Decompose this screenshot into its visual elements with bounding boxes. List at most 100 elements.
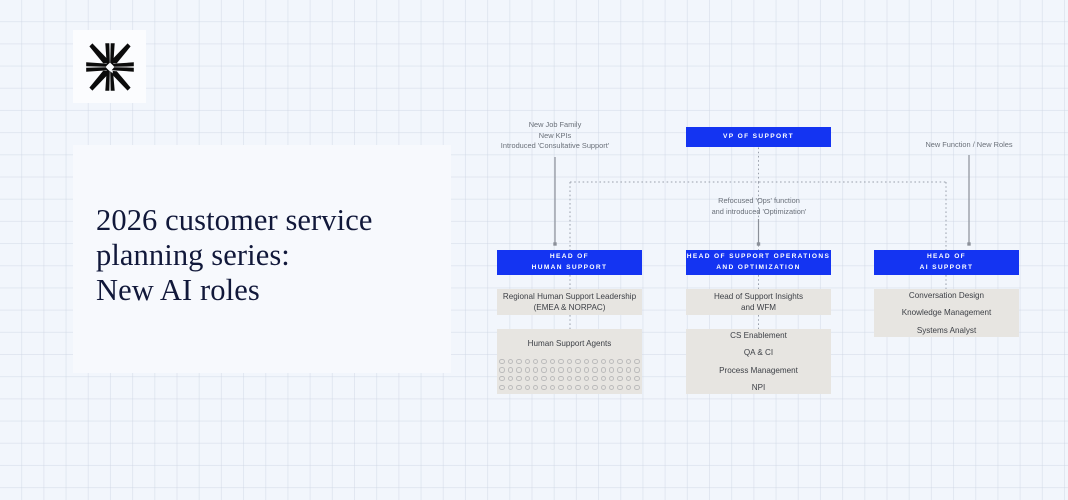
page-title: 2026 customer service planning series: N… <box>96 203 373 307</box>
box-ai-roles-row-3: Systems Analyst <box>916 325 977 335</box>
hero-card <box>73 145 451 373</box>
agent-dot <box>583 367 590 373</box>
agent-dot <box>600 367 606 373</box>
agent-dot <box>516 375 522 382</box>
agent-dot <box>600 375 606 382</box>
agent-dot <box>541 375 547 382</box>
agent-dot <box>625 358 632 365</box>
agent-dot <box>524 367 530 373</box>
agent-dot <box>499 358 505 365</box>
agent-dot <box>592 375 598 382</box>
node-vp-of-support-label: VP OF SUPPORT <box>723 132 794 140</box>
node-head-of-ai-support-label: HEAD OF AI SUPPORT <box>919 253 974 271</box>
agent-dot <box>566 384 573 390</box>
agent-dot <box>549 384 556 390</box>
agent-dot <box>499 375 505 382</box>
agent-dot <box>558 375 564 382</box>
agent-dot <box>617 375 623 382</box>
agent-dot <box>608 384 615 390</box>
agent-dot <box>608 375 615 382</box>
agent-dot <box>507 367 514 373</box>
agent-dot <box>533 375 539 382</box>
box-head-of-support-insights-and-wfm-text: Head of Support Insights and WFM <box>713 291 804 312</box>
agent-dot <box>516 384 522 390</box>
agent-dot <box>533 367 539 373</box>
agent-dot <box>617 358 623 365</box>
node-vp-of-support[interactable]: VP OF SUPPORT <box>686 127 831 147</box>
agent-dot <box>566 375 573 382</box>
agent-dot <box>575 367 581 373</box>
agent-dot <box>575 358 581 365</box>
box-ops-functions[interactable]: CS Enablement QA & CI Process Management… <box>686 329 831 394</box>
box-ops-functions-row-4: NPI <box>751 382 766 392</box>
agent-dot <box>516 367 522 373</box>
agent-dot <box>507 375 514 382</box>
agent-dot <box>575 375 581 382</box>
agent-dot <box>524 358 530 365</box>
agent-dot <box>592 358 598 365</box>
agent-dot <box>533 384 539 390</box>
agent-dot <box>634 367 640 373</box>
box-ai-roles[interactable]: Conversation Design Knowledge Management… <box>874 289 1019 337</box>
box-head-of-support-insights-and-wfm[interactable]: Head of Support Insights and WFM <box>686 289 831 315</box>
box-regional-human-support-leadership-text: Regional Human Support Leadership (EMEA … <box>502 291 637 312</box>
agent-dot <box>524 384 530 390</box>
agent-dot <box>507 358 514 365</box>
agent-dot <box>566 367 573 373</box>
node-head-of-support-operations[interactable]: HEAD OF SUPPORT OPERATIONS AND OPTIMIZAT… <box>686 250 831 275</box>
agent-dot <box>600 384 606 390</box>
agent-dot <box>516 358 522 365</box>
agent-dot <box>524 375 530 382</box>
node-head-of-human-support[interactable]: HEAD OF HUMAN SUPPORT <box>497 250 642 275</box>
agent-dot <box>592 367 598 373</box>
box-human-support-agents[interactable]: Human Support Agents <box>497 329 642 394</box>
agent-dot <box>549 367 556 373</box>
agent-dot <box>583 358 590 365</box>
annotation-human-support: New Job Family New KPIs Introduced 'Cons… <box>500 120 610 151</box>
agent-dot <box>625 375 632 382</box>
node-head-of-support-operations-label: HEAD OF SUPPORT OPERATIONS AND OPTIMIZAT… <box>686 253 831 271</box>
node-head-of-human-support-label: HEAD OF HUMAN SUPPORT <box>531 253 608 271</box>
annotation-ai-support: New Function / New Roles <box>925 140 1013 149</box>
agent-dot <box>617 384 623 390</box>
box-ops-functions-row-3: Process Management <box>719 365 798 375</box>
agent-dot <box>499 367 505 373</box>
agent-dot <box>499 384 505 390</box>
agent-dot <box>541 384 547 390</box>
agent-dot <box>600 358 606 365</box>
agent-dot <box>533 358 539 365</box>
agent-dot <box>507 384 514 390</box>
agent-dot <box>549 375 556 382</box>
agent-dot <box>634 358 640 365</box>
annotation-ops-optimization: Refocused 'Ops' function and introduced … <box>711 196 807 216</box>
agent-dot <box>566 358 573 365</box>
box-regional-human-support-leadership[interactable]: Regional Human Support Leadership (EMEA … <box>497 289 642 315</box>
agent-dot <box>575 384 581 390</box>
agents-dot-matrix <box>498 357 641 391</box>
agent-dot <box>541 358 547 365</box>
agent-dot <box>625 384 632 390</box>
agent-dot <box>592 384 598 390</box>
agent-dot <box>541 367 547 373</box>
agent-dot <box>558 358 564 365</box>
agent-dot <box>617 367 623 373</box>
agent-dot <box>558 384 564 390</box>
box-ai-roles-row-1: Conversation Design <box>908 291 985 301</box>
box-ai-roles-row-2: Knowledge Management <box>901 308 992 318</box>
brand-logo-tile <box>73 30 146 103</box>
agent-dot <box>583 384 590 390</box>
agent-dot <box>634 384 640 390</box>
eight-point-asterisk-logo <box>85 42 134 91</box>
agent-dot <box>549 358 556 365</box>
box-human-support-agents-text: Human Support Agents <box>527 339 612 348</box>
agent-dot <box>583 375 590 382</box>
box-ops-functions-row-2: QA & CI <box>743 348 774 358</box>
agent-dot <box>608 367 615 373</box>
box-ops-functions-row-1: CS Enablement <box>730 331 787 341</box>
agent-dot <box>625 367 632 373</box>
agent-dot <box>558 367 564 373</box>
agent-dot <box>634 375 640 382</box>
node-head-of-ai-support[interactable]: HEAD OF AI SUPPORT <box>874 250 1019 275</box>
